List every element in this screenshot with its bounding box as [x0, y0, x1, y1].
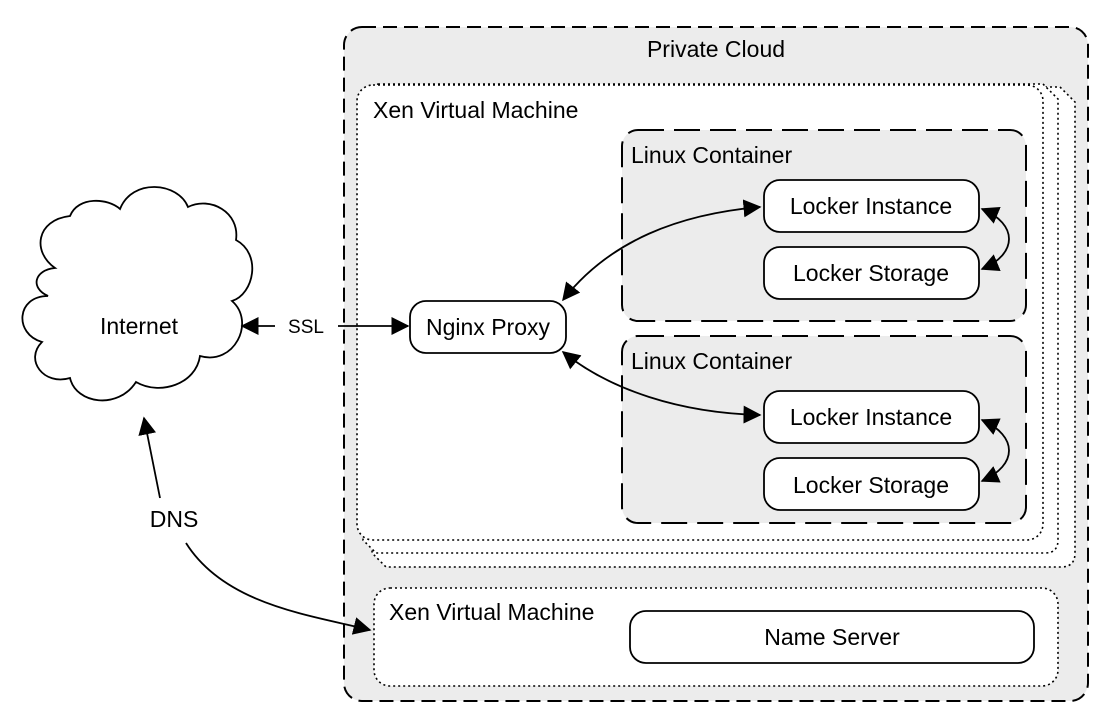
instance-storage-link-2 [980, 418, 1010, 483]
dns-to-name-server [185, 542, 372, 635]
locker-storage-1: Locker Storage [763, 246, 980, 300]
name-server-label: Name Server [764, 624, 900, 650]
locker-storage-2-label: Locker Storage [793, 472, 949, 498]
nginx-to-instance-2 [561, 351, 762, 424]
linux-container-1-label: Linux Container [631, 142, 792, 168]
ssl-label: SSL [288, 317, 324, 338]
linux-container-2-label: Linux Container [631, 348, 792, 374]
locker-instance-2-label: Locker Instance [790, 404, 952, 430]
connections [138, 199, 1010, 635]
locker-storage-1-label: Locker Storage [793, 260, 949, 286]
name-server: Name Server [629, 610, 1035, 664]
dns-label: DNS [150, 506, 199, 532]
locker-instance-2: Locker Instance [763, 390, 980, 444]
dns-to-internet [138, 416, 161, 499]
locker-instance-1: Locker Instance [763, 179, 980, 233]
xen-vm-dns-label: Xen Virtual Machine [389, 599, 594, 625]
nginx-proxy: Nginx Proxy [409, 300, 567, 354]
locker-storage-2: Locker Storage [763, 457, 980, 511]
internet-label: Internet [100, 313, 179, 339]
private-cloud-label: Private Cloud [647, 36, 785, 62]
instance-storage-link-1 [980, 207, 1010, 271]
internet-cloud-icon: Internet [21, 186, 254, 402]
nginx-proxy-label: Nginx Proxy [426, 314, 550, 340]
locker-instance-1-label: Locker Instance [790, 193, 952, 219]
xen-vm-main-label: Xen Virtual Machine [373, 97, 578, 123]
nginx-to-instance-1 [562, 199, 762, 302]
